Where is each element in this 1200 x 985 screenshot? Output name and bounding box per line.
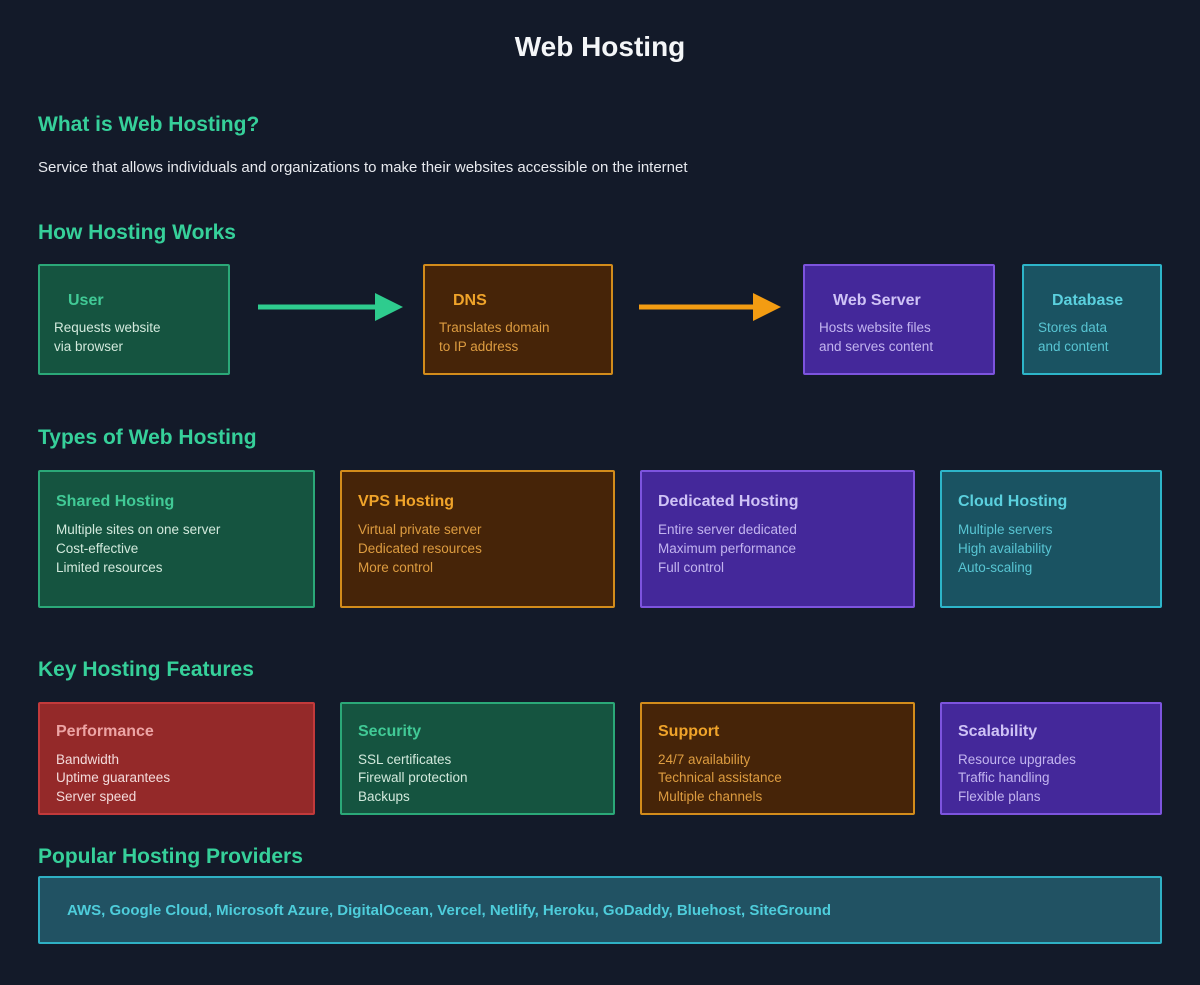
type-box-cloud-title: Cloud Hosting <box>958 493 1068 511</box>
flow-box-dns-title: DNS <box>453 291 487 309</box>
flow-box-user-line-2: via browser <box>54 339 124 355</box>
type-box-dedicated-line-3: Full control <box>658 560 725 576</box>
type-box-vps-title: VPS Hosting <box>358 493 455 511</box>
type-box-vps-hosting: VPS Hosting Virtual private server Dedic… <box>340 470 615 609</box>
feature-box-scalability-line-1: Resource upgrades <box>958 751 1076 767</box>
flow-box-user: User Requests website via browser <box>38 263 230 375</box>
feature-box-scalability-line-2: Traffic handling <box>958 770 1050 786</box>
type-box-shared-line-2: Cost-effective <box>56 541 139 557</box>
feature-box-security-line-2: Firewall protection <box>358 770 468 786</box>
flow-row: User Requests website via browser DNS Tr… <box>38 263 1162 375</box>
type-box-cloud-line-3: Auto-scaling <box>958 560 1033 576</box>
flow-box-dns-line-1: Translates domain <box>439 320 550 336</box>
flow-box-web-server-line-1: Hosts website files <box>819 320 931 336</box>
flow-gap <box>995 264 1022 375</box>
providers-box: AWS, Google Cloud, Microsoft Azure, Digi… <box>38 876 1162 945</box>
arrow-right-icon <box>639 292 781 321</box>
feature-box-performance-line-2: Uptime guarantees <box>56 770 171 786</box>
features-row: Performance Bandwidth Uptime guarantees … <box>38 702 1162 816</box>
feature-box-support-line-2: Technical assistance <box>658 770 782 786</box>
flow-connector-user-to-dns <box>230 264 423 375</box>
flow-box-database-title: Database <box>1052 291 1124 309</box>
type-box-vps-line-1: Virtual private server <box>358 522 482 538</box>
flow-box-web-server: Web Server Hosts website files and serve… <box>803 263 995 375</box>
section-heading-popular-hosting-providers: Popular Hosting Providers <box>38 845 303 869</box>
feature-box-performance-line-3: Server speed <box>56 788 137 804</box>
flow-box-database-line-2: and content <box>1038 339 1109 355</box>
section-heading-how-hosting-works: How Hosting Works <box>38 220 236 244</box>
providers-list: AWS, Google Cloud, Microsoft Azure, Digi… <box>67 901 831 919</box>
section-heading-key-hosting-features: Key Hosting Features <box>38 658 254 682</box>
flow-box-dns-line-2: to IP address <box>439 339 519 355</box>
feature-box-scalability: Scalability Resource upgrades Traffic ha… <box>940 702 1162 816</box>
flow-box-dns: DNS Translates domain to IP address <box>423 263 613 375</box>
arrow-right-icon <box>258 292 403 321</box>
feature-box-performance-line-1: Bandwidth <box>56 751 120 767</box>
feature-box-security-line-1: SSL certificates <box>358 751 452 767</box>
feature-box-scalability-title: Scalability <box>958 723 1038 741</box>
type-box-dedicated-line-2: Maximum performance <box>658 541 797 557</box>
intro-description: Service that allows individuals and orga… <box>38 158 688 176</box>
flow-box-user-title: User <box>68 291 104 309</box>
flow-box-web-server-line-2: and serves content <box>819 339 934 355</box>
flow-box-database: Database Stores data and content <box>1022 263 1162 375</box>
flow-box-user-line-1: Requests website <box>54 320 161 336</box>
type-box-dedicated-line-1: Entire server dedicated <box>658 522 797 538</box>
section-heading-types-of-web-hosting: Types of Web Hosting <box>38 425 257 449</box>
feature-box-support-title: Support <box>658 723 720 741</box>
type-box-shared-line-1: Multiple sites on one server <box>56 522 221 538</box>
feature-box-scalability-line-3: Flexible plans <box>958 788 1041 804</box>
feature-box-security: Security SSL certificates Firewall prote… <box>340 702 615 816</box>
type-box-shared-title: Shared Hosting <box>56 493 175 511</box>
type-box-vps-line-2: Dedicated resources <box>358 541 482 557</box>
feature-box-security-title: Security <box>358 723 422 741</box>
flow-box-web-server-title: Web Server <box>833 291 921 309</box>
flow-box-database-line-1: Stores data <box>1038 320 1108 336</box>
feature-box-support-line-1: 24/7 availability <box>658 751 751 767</box>
type-box-shared-hosting: Shared Hosting Multiple sites on one ser… <box>38 470 315 609</box>
type-box-cloud-line-2: High availability <box>958 541 1052 557</box>
types-row: Shared Hosting Multiple sites on one ser… <box>38 470 1162 609</box>
feature-box-performance: Performance Bandwidth Uptime guarantees … <box>38 702 315 816</box>
type-box-cloud-hosting: Cloud Hosting Multiple servers High avai… <box>940 470 1162 609</box>
section-heading-what-is-web-hosting: What is Web Hosting? <box>38 112 260 136</box>
flow-connector-dns-to-webserver <box>613 264 803 375</box>
type-box-dedicated-title: Dedicated Hosting <box>658 493 799 511</box>
type-box-vps-line-3: More control <box>358 560 434 576</box>
feature-box-performance-title: Performance <box>56 723 154 741</box>
type-box-shared-line-3: Limited resources <box>56 560 163 576</box>
page-container: Web Hosting What is Web Hosting? Service… <box>0 30 1200 945</box>
feature-box-security-line-3: Backups <box>358 788 410 804</box>
type-box-cloud-line-1: Multiple servers <box>958 522 1053 538</box>
type-box-dedicated-hosting: Dedicated Hosting Entire server dedicate… <box>640 470 915 609</box>
feature-box-support-line-3: Multiple channels <box>658 788 763 804</box>
page-title: Web Hosting <box>514 31 686 62</box>
feature-box-support: Support 24/7 availability Technical assi… <box>640 702 915 816</box>
